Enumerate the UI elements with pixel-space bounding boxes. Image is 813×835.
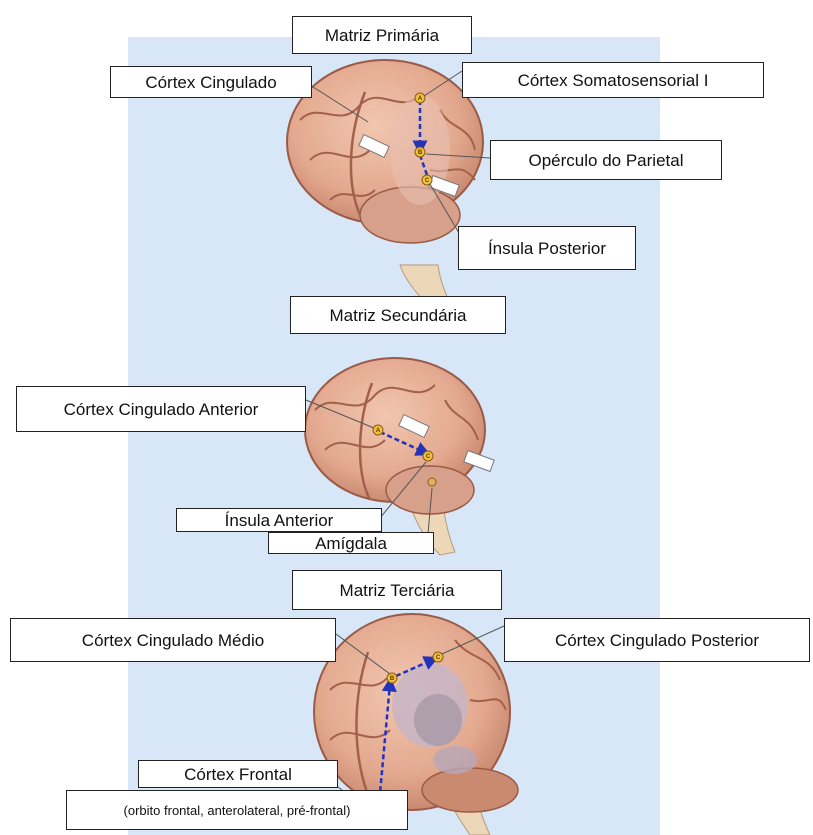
marker-c-primary: C <box>425 178 430 184</box>
label-amygdala: Amígdala <box>268 532 434 554</box>
secondary-matrix-title: Matriz Secundária <box>290 296 506 334</box>
brain-primary <box>287 60 490 315</box>
marker-a-primary: A <box>418 96 423 102</box>
label-posterior-cingulate-cortex: Córtex Cingulado Posterior <box>504 618 810 662</box>
label-frontal-cortex-detail: (orbito frontal, anterolateral, pré-fron… <box>66 790 408 830</box>
label-anterior-insula: Ínsula Anterior <box>176 508 382 532</box>
label-mid-cingulate-cortex: Córtex Cingulado Médio <box>10 618 336 662</box>
primary-matrix-title: Matriz Primária <box>292 16 472 54</box>
marker-b-primary: B <box>418 150 423 156</box>
label-somatosensory-cortex: Córtex Somatosensorial I <box>462 62 764 98</box>
label-parietal-operculum: Opérculo do Parietal <box>490 140 722 180</box>
label-cingulate-cortex: Córtex Cingulado <box>110 66 312 98</box>
marker-b-tertiary: B <box>390 676 395 682</box>
label-posterior-insula: Ínsula Posterior <box>458 226 636 270</box>
marker-c-secondary: C <box>426 454 431 460</box>
marker-c-tertiary: C <box>436 655 441 661</box>
tertiary-matrix-title: Matriz Terciária <box>292 570 502 610</box>
label-anterior-cingulate-cortex: Córtex Cingulado Anterior <box>16 386 306 432</box>
label-frontal-cortex: Córtex Frontal <box>138 760 338 788</box>
marker-a-secondary: A <box>376 428 381 434</box>
